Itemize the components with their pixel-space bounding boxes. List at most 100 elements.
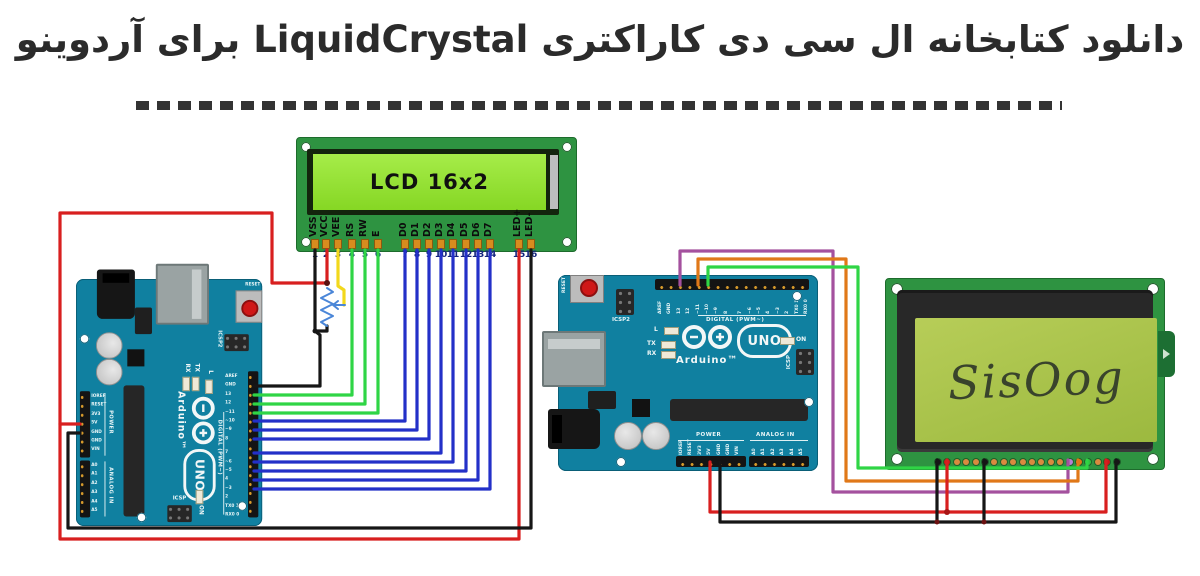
reset-button xyxy=(570,275,604,303)
icsp2-label: ICSP2 xyxy=(612,317,631,323)
mounting-hole xyxy=(301,142,311,152)
wire xyxy=(252,248,322,388)
wire xyxy=(252,248,367,406)
arduino-infinity-logo xyxy=(191,396,215,445)
wire xyxy=(314,324,329,333)
wire-junction xyxy=(944,509,950,515)
reset-button xyxy=(235,290,263,323)
led-l-label: L xyxy=(207,370,214,374)
ic-chip-small xyxy=(632,399,650,417)
wire-junction xyxy=(934,519,940,525)
mounting-hole xyxy=(562,142,572,152)
glcd-pin-pad xyxy=(1038,459,1045,465)
icsp-label: ICSP xyxy=(172,495,187,502)
ic-chip-small xyxy=(127,349,145,367)
capacitor xyxy=(95,332,123,359)
glcd-pin-pad xyxy=(1113,459,1120,465)
glcd-pin-pad xyxy=(991,459,998,465)
glcd-side-tab xyxy=(1158,331,1175,377)
mounting-hole xyxy=(301,237,311,247)
dashed-divider xyxy=(136,101,1062,110)
microcontroller-chip xyxy=(670,399,808,421)
led-l-label: L xyxy=(654,326,658,333)
lcd-connector-strip xyxy=(550,155,558,209)
digital-header xyxy=(247,371,259,518)
wire xyxy=(252,248,443,455)
mounting-hole xyxy=(562,237,572,247)
analog-caption: ANALOG IN xyxy=(756,432,795,438)
mounting-hole xyxy=(616,457,626,467)
glcd-pin-pad xyxy=(1104,459,1111,465)
icsp2-header xyxy=(224,334,249,352)
wire xyxy=(332,300,339,310)
lcd-bezel: LCD 16x2 xyxy=(307,149,559,215)
glcd-pin-pad xyxy=(1019,459,1026,465)
glcd-screen: SisOog xyxy=(915,318,1157,442)
play-triangle-icon xyxy=(1163,349,1170,359)
mounting-hole xyxy=(891,453,903,465)
led-tx-label: TX xyxy=(647,340,656,347)
power-caption: POWER xyxy=(107,410,114,435)
wire xyxy=(252,248,455,464)
graphic-lcd-module: SisOog xyxy=(885,278,1175,470)
microcontroller-chip xyxy=(123,385,145,517)
led-l-icon xyxy=(205,379,213,394)
glcd-pin-pad xyxy=(963,459,970,465)
voltage-regulator xyxy=(588,391,616,409)
glcd-pin-pad xyxy=(1010,459,1017,465)
icsp-header xyxy=(796,349,814,375)
arduino-infinity-logo xyxy=(682,325,732,349)
wire-junction xyxy=(312,328,318,334)
page-title: دانلود کتابخانه ال سی دی کاراکتری Liquid… xyxy=(15,18,1185,61)
wire xyxy=(320,287,334,327)
glcd-pin-pad xyxy=(1094,459,1101,465)
power-caption: POWER xyxy=(696,432,722,438)
mounting-hole xyxy=(804,397,814,407)
power-jack xyxy=(548,409,600,449)
power-caption-line xyxy=(678,440,744,441)
mounting-hole xyxy=(1147,453,1159,465)
wire xyxy=(252,248,354,397)
icsp2-header xyxy=(616,289,634,315)
analog-caption-line xyxy=(104,461,106,517)
capacitor xyxy=(95,358,123,386)
capacitor xyxy=(642,422,670,450)
wire xyxy=(336,248,346,307)
led-tx-icon xyxy=(661,341,676,349)
led-rx-label: RX xyxy=(184,363,191,373)
mounting-hole xyxy=(79,334,90,344)
wire xyxy=(252,248,380,415)
arduino-brand: Arduino™ xyxy=(175,391,187,451)
mounting-hole xyxy=(237,501,247,511)
led-rx-label: RX xyxy=(647,350,657,357)
icsp-label: ICSP xyxy=(786,355,792,370)
led-on-label: ON xyxy=(197,505,205,515)
analog-caption-line xyxy=(750,440,808,441)
glcd-pin-pad xyxy=(1057,459,1064,465)
arduino-brand: Arduino™ xyxy=(676,355,739,366)
lcd-16x2-module: LCD 16x2 xyxy=(296,137,577,252)
capacitor xyxy=(614,422,642,450)
icsp2-label: ICSP2 xyxy=(216,330,223,348)
digital-caption-line xyxy=(698,315,806,316)
led-rx-icon xyxy=(661,351,676,359)
led-rx-icon xyxy=(182,376,190,392)
power-header xyxy=(79,391,91,458)
glcd-pin-pad xyxy=(1076,459,1082,465)
usb-connector xyxy=(155,263,209,325)
icsp-header xyxy=(167,505,192,523)
glcd-pin-pad xyxy=(1029,459,1035,465)
power-caption-line xyxy=(104,393,106,456)
power-header xyxy=(676,456,746,467)
wire-junction xyxy=(981,519,987,525)
wire xyxy=(252,248,492,491)
glcd-pin-pad xyxy=(1066,459,1073,465)
led-on-icon xyxy=(780,337,795,345)
usb-connector xyxy=(542,331,606,387)
analog-header xyxy=(79,460,91,518)
glcd-pin-pad xyxy=(972,459,979,465)
wire xyxy=(252,248,468,473)
led-tx-icon xyxy=(191,376,200,392)
wire xyxy=(252,248,419,432)
